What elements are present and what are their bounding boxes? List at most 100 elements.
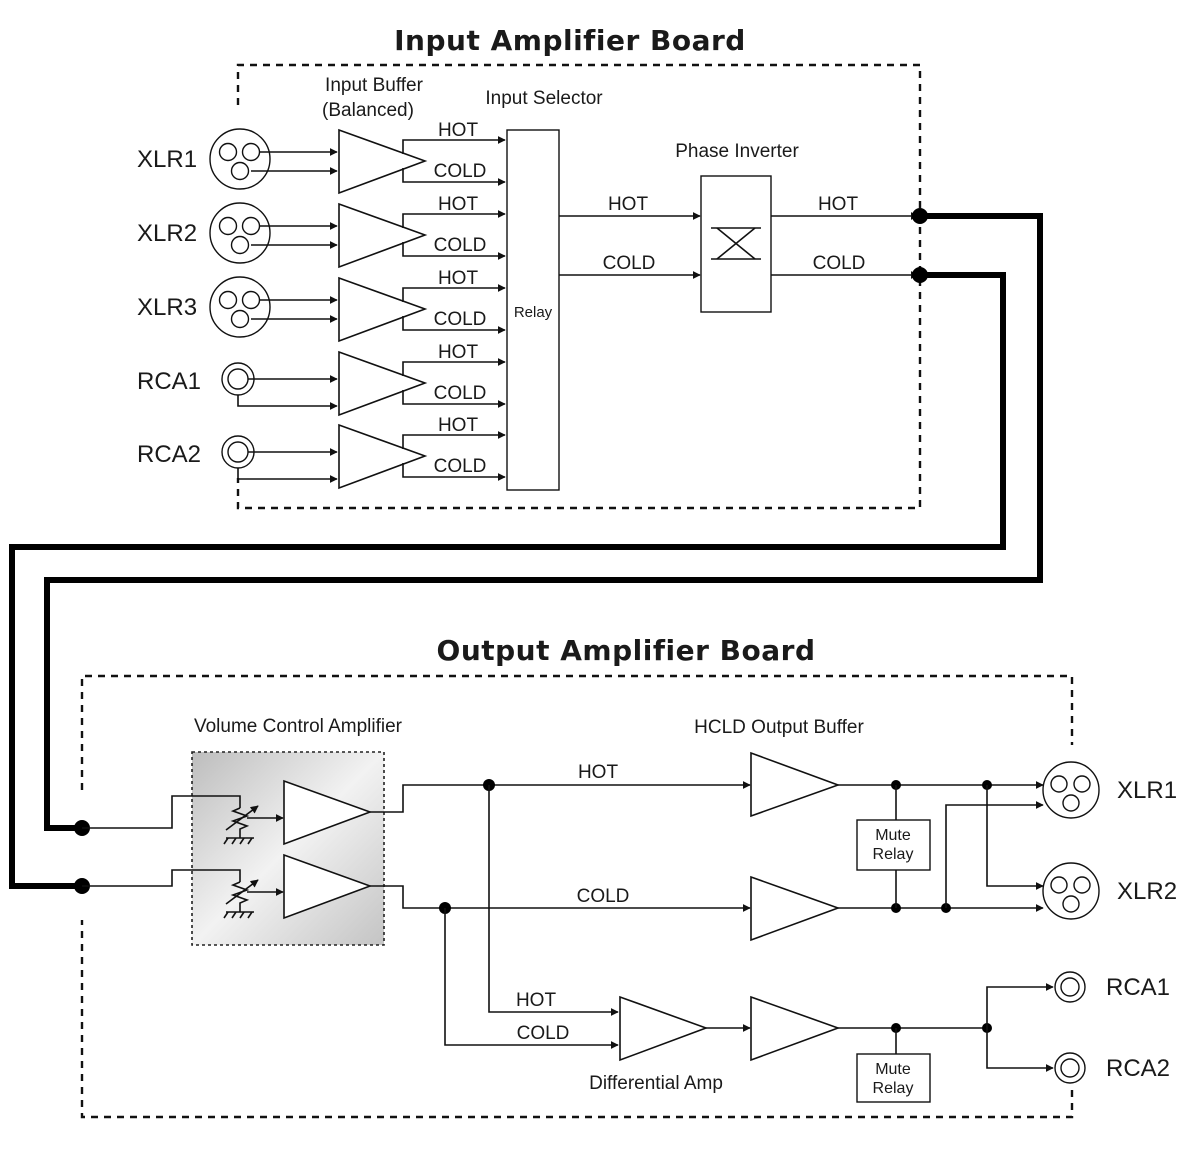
input-xlr3-hot-label: HOT [438, 268, 479, 289]
hcld-cold-amp [750, 875, 841, 942]
input-rca2-cold-out [402, 463, 506, 481]
input-rca1-label: RCA1 [137, 368, 201, 395]
cold-out-node [912, 267, 928, 283]
input-buffer-label: Input Buffer [325, 75, 424, 96]
hot-interconnect-cable [44, 213, 1043, 831]
output-board-border [80, 674, 1074, 1119]
mute-relay-rca [856, 1053, 931, 1103]
input-xlr2-buffer-amp [338, 202, 428, 269]
volume-control-label: Volume Control Amplifier [194, 716, 403, 737]
input-selector-label: Input Selector [485, 88, 603, 109]
rca2-output-connector-icon [1054, 1052, 1086, 1084]
input-xlr1-cold-label: COLD [434, 161, 487, 182]
diff-cold-tap [444, 908, 619, 1049]
xlr1-output-label: XLR1 [1117, 777, 1177, 804]
input-channel-xlr2: XLR2 HOT COLD [137, 194, 506, 269]
hot-volume-pot-icon [223, 805, 284, 845]
rca1-out-wire [986, 983, 1054, 1028]
input-rca1-buffer-amp [338, 350, 428, 417]
input-xlr2-label: XLR2 [137, 220, 197, 247]
cold-to-xlr1 [945, 801, 1044, 908]
bus-cold-label: COLD [577, 886, 630, 907]
input-board-border [236, 63, 922, 510]
rca1-output-label: RCA1 [1106, 974, 1170, 1001]
diff-hot-label: HOT [516, 990, 557, 1011]
output-board-title: Output Amplifier Board [437, 634, 816, 667]
mute-relay-xlr-label-2: Relay [873, 846, 914, 863]
cold-volume-amp [283, 853, 373, 920]
input-rca1-hot-out [402, 358, 506, 376]
input-xlr3-cold-label: COLD [434, 309, 487, 330]
rca1-output-connector-icon [1054, 971, 1086, 1003]
cold-bus [370, 885, 751, 912]
input-xlr1-buffer-amp [338, 128, 428, 195]
input-board-title: Input Amplifier Board [394, 24, 746, 57]
hcld-buffer-label: HCLD Output Buffer [694, 717, 864, 738]
input-xlr3-connector-icon [209, 276, 271, 338]
input-rca1-hot-label: HOT [438, 342, 479, 363]
bus-hot-label: HOT [578, 762, 619, 783]
input-rca1-cold-out [402, 390, 506, 408]
input-xlr1-label: XLR1 [137, 146, 197, 173]
hot-to-xlr2 [986, 785, 1044, 890]
input-xlr2-cold-out [402, 242, 506, 260]
input-xlr2-cold-label: COLD [434, 235, 487, 256]
input-xlr2-connector-icon [209, 202, 271, 264]
input-rca2-ground-wire [237, 468, 338, 483]
selector-cold-label: COLD [603, 253, 656, 274]
input-rca2-cold-label: COLD [434, 456, 487, 477]
rca2-output-label: RCA2 [1106, 1055, 1170, 1082]
differential-amp [619, 995, 709, 1062]
input-xlr3-hot-out [402, 284, 506, 302]
input-xlr1-cold-out [402, 168, 506, 186]
phase-hot-label: HOT [818, 194, 859, 215]
hot-out-node [912, 208, 928, 224]
vol-cold-input-wire [82, 869, 241, 887]
input-rca1-cold-label: COLD [434, 383, 487, 404]
input-xlr1-hot-out [402, 136, 506, 154]
rca-output-amp [750, 995, 841, 1062]
hcld-hot-amp [750, 751, 841, 818]
input-xlr1-connector-icon [209, 128, 271, 190]
xlr2-output-label: XLR2 [1117, 878, 1177, 905]
input-channel-xlr3: XLR3 HOT COLD [137, 268, 506, 343]
input-xlr3-cold-out [402, 316, 506, 334]
input-rca1-connector-icon [221, 362, 255, 396]
mute-relay-xlr [856, 819, 931, 871]
input-rca1-ground-wire [237, 395, 338, 410]
differential-amp-label: Differential Amp [589, 1073, 723, 1094]
input-channels: XLR1HOTCOLDXLR2HOTCOLDXLR3HOTCOLDRCA1HOT… [137, 120, 506, 490]
input-rca2-hot-out [402, 431, 506, 449]
phase-inverter-label: Phase Inverter [675, 141, 799, 162]
relay-label: Relay [514, 304, 553, 321]
diff-cold-label: COLD [517, 1023, 570, 1044]
selector-hot-label: HOT [608, 194, 649, 215]
input-rca2-label: RCA2 [137, 441, 201, 468]
vol-hot-input-wire [82, 795, 241, 829]
xlr1-output-connector-icon [1042, 761, 1100, 819]
xlr2-output-connector-icon [1042, 862, 1100, 920]
mute-relay-rca-label-2: Relay [873, 1080, 914, 1097]
cold-interconnect-cable [9, 272, 1006, 889]
mute-relay-xlr-label-1: Mute [875, 827, 911, 844]
input-xlr2-hot-out [402, 210, 506, 228]
cold-volume-pot-icon [223, 879, 284, 919]
diff-hot-tap [488, 785, 619, 1016]
input-xlr3-label: XLR3 [137, 294, 197, 321]
input-selector-relay [506, 129, 560, 491]
phase-inverter-cross-icon [711, 227, 761, 260]
hot-bus [370, 781, 751, 813]
input-channel-xlr1: XLR1 HOT COLD [137, 120, 506, 195]
input-channel-rca1: RCA1 HOT COLD [137, 342, 506, 417]
hot-volume-amp [283, 779, 373, 846]
input-rca2-buffer-amp [338, 423, 428, 490]
phase-cold-label: COLD [813, 253, 866, 274]
input-xlr2-hot-label: HOT [438, 194, 479, 215]
mute-relay-rca-label-1: Mute [875, 1061, 911, 1078]
rca2-out-wire [986, 1028, 1054, 1072]
input-xlr1-hot-label: HOT [438, 120, 479, 141]
input-xlr3-buffer-amp [338, 276, 428, 343]
input-buffer-sublabel: (Balanced) [322, 100, 414, 121]
